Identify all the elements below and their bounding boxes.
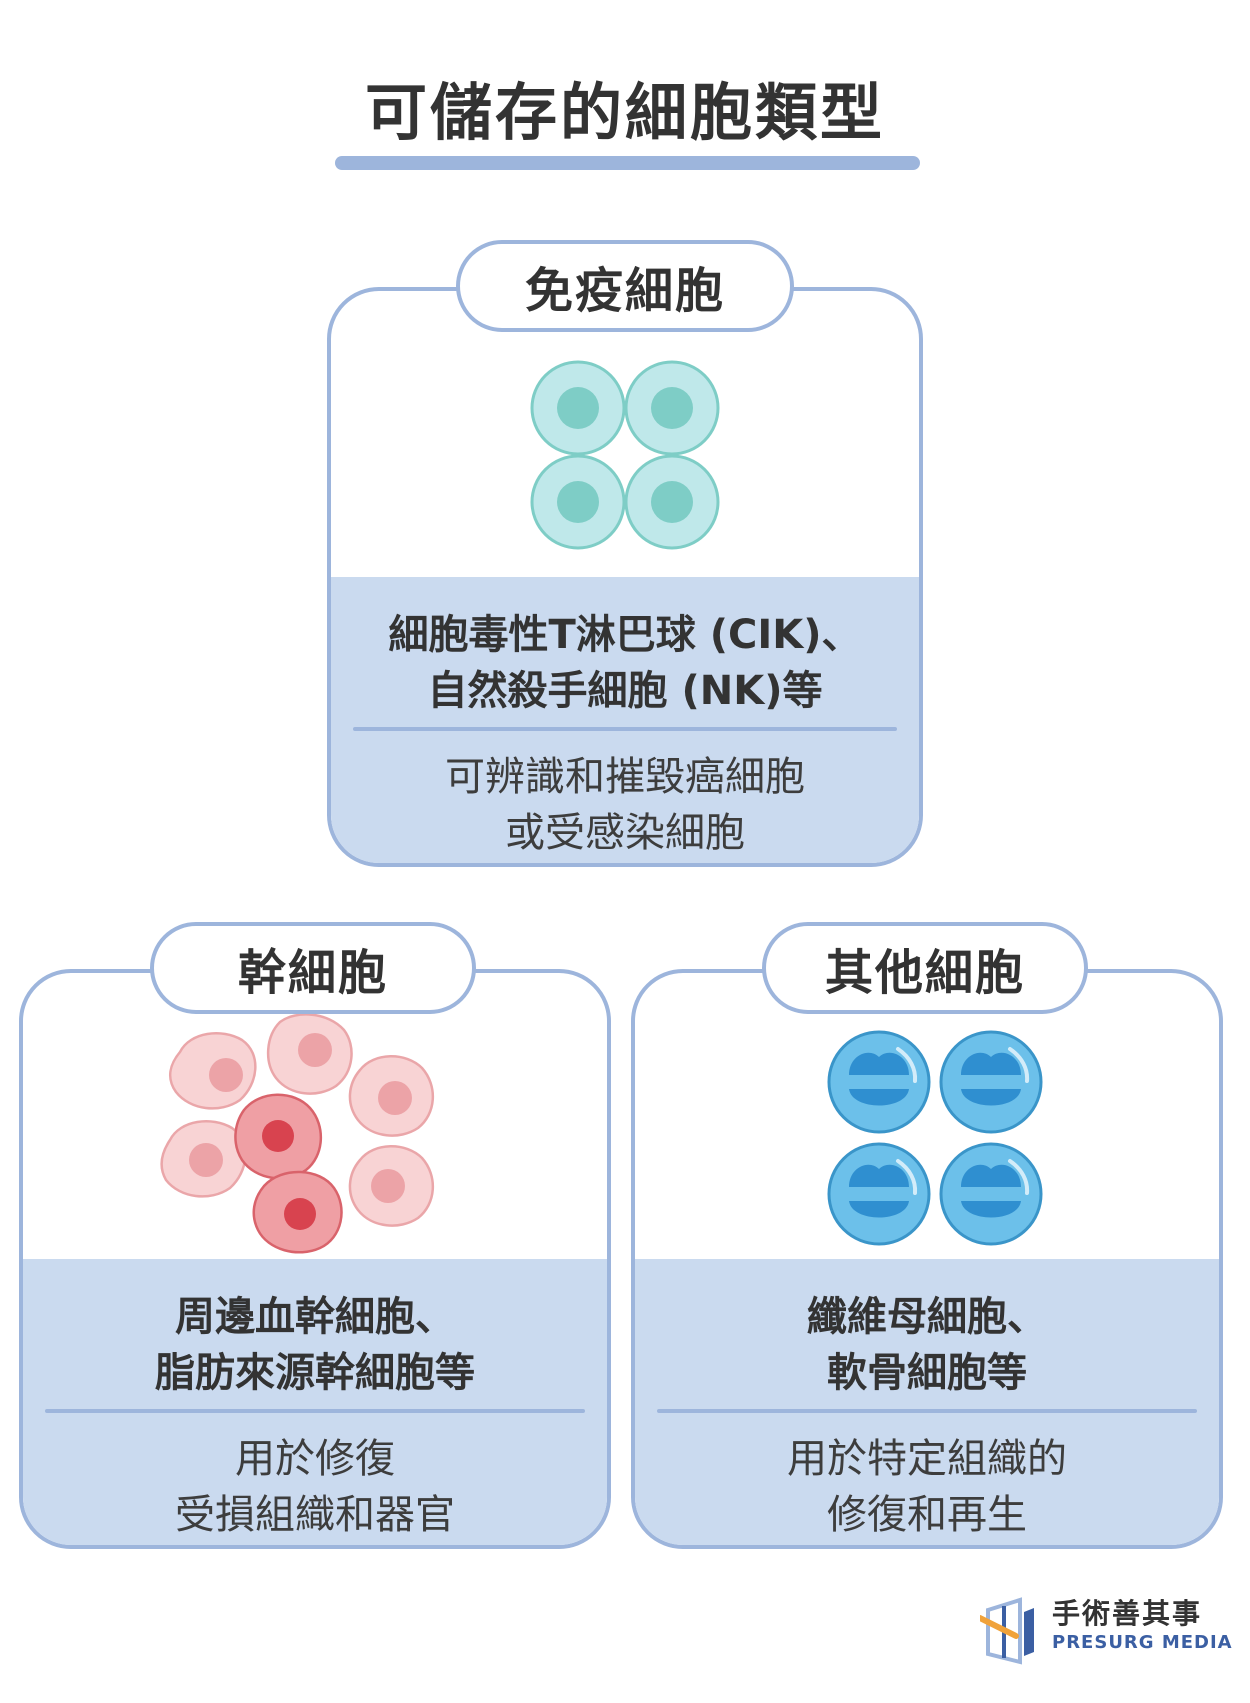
stem-cell	[168, 1032, 257, 1110]
other-cell	[939, 1030, 1043, 1134]
other-cell	[827, 1030, 931, 1134]
stem-cell	[348, 1055, 435, 1137]
immune-cells-examples-line-2: 自然殺手細胞 (NK)等	[427, 668, 823, 714]
immune-cells-function-line-2: 或受感染細胞	[505, 810, 745, 856]
stem-cells-illustration	[160, 1013, 435, 1254]
stem-cells-examples-line-1: 周邊血幹細胞、	[175, 1294, 455, 1340]
page-title: 可儲存的細胞類型	[364, 76, 885, 149]
immune-cell	[624, 360, 720, 456]
other-cells-examples-line-2: 軟骨細胞等	[827, 1350, 1027, 1396]
immune-cells-examples: 細胞毒性T淋巴球 (CIK)、 自然殺手細胞 (NK)等	[331, 607, 919, 719]
stem-cell	[252, 1170, 343, 1254]
immune-cell	[530, 360, 626, 456]
immune-cells-illustration	[530, 360, 720, 550]
other-cells-label: 其他細胞	[762, 922, 1088, 1014]
other-cell	[827, 1142, 931, 1246]
immune-cell	[624, 454, 720, 550]
immune-cells-function: 可辨識和摧毀癌細胞 或受感染細胞	[331, 749, 919, 861]
immune-cells-divider	[353, 727, 897, 731]
stem-cells-function-line-1: 用於修復	[235, 1436, 395, 1482]
other-cells-illustration	[827, 1030, 1043, 1246]
stem-cell	[348, 1145, 435, 1227]
other-cells-examples: 纖維母細胞、 軟骨細胞等	[635, 1289, 1219, 1401]
stem-cells-description-panel: 周邊血幹細胞、 脂肪來源幹細胞等 用於修復 受損組織和器官	[23, 1259, 607, 1545]
stem-cells-label: 幹細胞	[150, 922, 476, 1014]
immune-cells-label: 免疫細胞	[456, 240, 794, 332]
immune-cells-function-line-1: 可辨識和摧毀癌細胞	[445, 754, 805, 800]
other-cells-divider	[657, 1409, 1197, 1413]
immune-cell	[530, 454, 626, 550]
title-underline	[335, 156, 920, 170]
other-cells-description-panel: 纖維母細胞、 軟骨細胞等 用於特定組織的 修復和再生	[635, 1259, 1219, 1545]
other-cells-function-line-1: 用於特定組織的	[787, 1436, 1067, 1482]
immune-cells-examples-line-1: 細胞毒性T淋巴球 (CIK)、	[388, 612, 862, 658]
stem-cells-examples-line-2: 脂肪來源幹細胞等	[155, 1350, 475, 1396]
stem-cells-function-line-2: 受損組織和器官	[175, 1492, 455, 1538]
stem-cell	[234, 1093, 323, 1180]
brand-name-chinese: 手術善其事	[1052, 1597, 1203, 1630]
other-cells-function-line-2: 修復和再生	[827, 1492, 1027, 1538]
immune-cells-description-panel: 細胞毒性T淋巴球 (CIK)、 自然殺手細胞 (NK)等 可辨識和摧毀癌細胞 或…	[331, 577, 919, 863]
brand-logo: 手術善其事 PRESURG MEDIA	[980, 1592, 1232, 1668]
other-cells-card: 纖維母細胞、 軟骨細胞等 用於特定組織的 修復和再生	[631, 969, 1223, 1549]
presurg-logo-icon	[980, 1597, 1034, 1665]
stem-cells-divider	[45, 1409, 585, 1413]
other-cells-examples-line-1: 纖維母細胞、	[807, 1294, 1047, 1340]
other-cells-function: 用於特定組織的 修復和再生	[635, 1431, 1219, 1543]
stem-cells-function: 用於修復 受損組織和器官	[23, 1431, 607, 1543]
stem-cell	[266, 1013, 353, 1095]
stem-cell	[160, 1120, 247, 1198]
immune-cells-card: 細胞毒性T淋巴球 (CIK)、 自然殺手細胞 (NK)等 可辨識和摧毀癌細胞 或…	[327, 287, 923, 867]
brand-name-english: PRESURG MEDIA	[1052, 1632, 1233, 1653]
stem-cells-examples: 周邊血幹細胞、 脂肪來源幹細胞等	[23, 1289, 607, 1401]
other-cell	[939, 1142, 1043, 1246]
